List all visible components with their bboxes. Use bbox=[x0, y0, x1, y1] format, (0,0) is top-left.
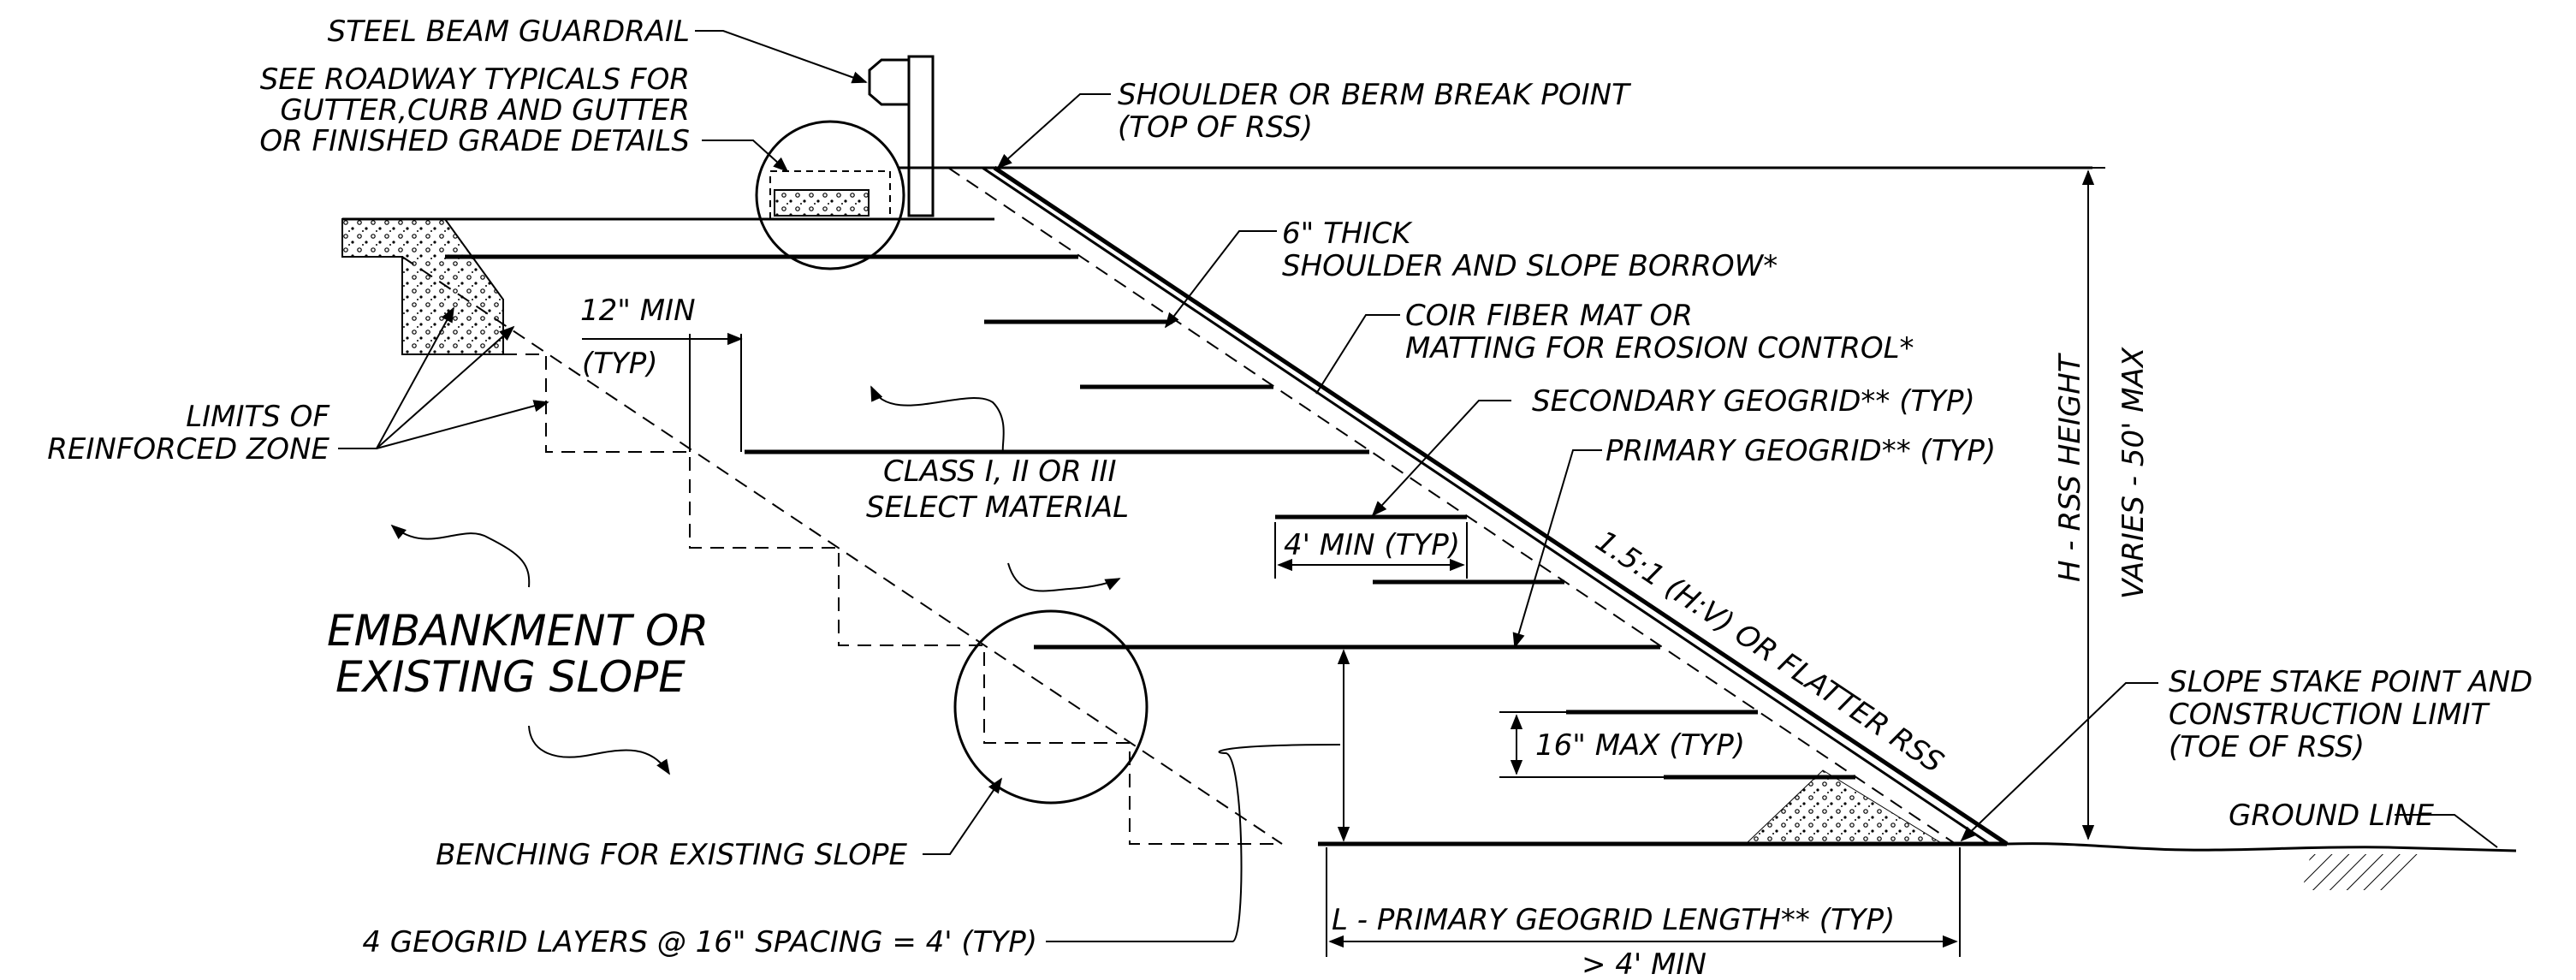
label-primary-geogrid: PRIMARY GEOGRID** (TYP) bbox=[1606, 434, 1996, 468]
label-ground-line: GROUND LINE bbox=[2229, 799, 2434, 833]
squiggle-select-material-2 bbox=[1007, 562, 1121, 592]
label-select-2: SELECT MATERIAL bbox=[866, 490, 1129, 525]
reinforced-zone-limit bbox=[401, 256, 1283, 845]
leaders bbox=[338, 30, 2498, 942]
leader-primary bbox=[1512, 449, 1602, 649]
label-toe-3: (TOE OF RSS) bbox=[2169, 730, 2365, 764]
leader-roadway bbox=[702, 140, 789, 173]
label-steel-beam-guardrail: STEEL BEAM GUARDRAIL bbox=[328, 15, 690, 49]
label-typ: (TYP) bbox=[582, 347, 658, 381]
label-height-1: H - RSS HEIGHT bbox=[2053, 353, 2087, 582]
leader-limits-2 bbox=[376, 325, 515, 449]
label-thick-2: SHOULDER AND SLOPE BORROW* bbox=[1282, 249, 1778, 283]
benching-steps bbox=[503, 353, 1282, 845]
slope-face-dashed bbox=[947, 167, 1956, 845]
leader-secondary bbox=[1371, 400, 1511, 517]
slope-face-inner bbox=[982, 166, 1991, 846]
label-shoulder-break-2: (TOP OF RSS) bbox=[1118, 110, 1313, 145]
label-min-12: 12" MIN bbox=[580, 294, 696, 328]
label-shoulder-break-1: SHOULDER OR BERM BREAK POINT bbox=[1118, 78, 1631, 112]
leader-ground bbox=[2395, 814, 2498, 848]
label-toe-2: CONSTRUCTION LIMIT bbox=[2169, 698, 2490, 732]
guardrail-icon bbox=[868, 55, 935, 217]
label-roadway-typicals-1: SEE ROADWAY TYPICALS FOR bbox=[260, 62, 690, 97]
label-coir-2: MATTING FOR EROSION CONTROL* bbox=[1405, 331, 1914, 365]
ground-hatch bbox=[2302, 854, 2431, 890]
label-benching: BENCHING FOR EXISTING SLOPE bbox=[436, 838, 907, 872]
leader-thick bbox=[1164, 230, 1277, 329]
label-length-2: > 4' MIN bbox=[1582, 947, 1706, 980]
leader-limits-3 bbox=[376, 400, 549, 449]
label-coir-1: COIR FIBER MAT OR bbox=[1405, 299, 1693, 333]
leader-toe bbox=[1960, 682, 2158, 842]
label-height-2: VARIES - 50' MAX bbox=[2116, 347, 2151, 599]
leader-benching bbox=[923, 777, 1003, 855]
leader-coir bbox=[1315, 314, 1400, 395]
label-embankment-2: EXISTING SLOPE bbox=[335, 652, 686, 702]
label-roadway-typicals-3: OR FINISHED GRADE DETAILS bbox=[259, 124, 690, 158]
ground-surface bbox=[2006, 842, 2517, 852]
detail-circle-bench bbox=[953, 609, 1149, 805]
label-embankment-1: EMBANKMENT OR bbox=[327, 606, 709, 656]
structure bbox=[341, 55, 2517, 890]
label-max-16: 16" MAX (TYP) bbox=[1535, 728, 1745, 763]
squiggle-embankment-1 bbox=[390, 524, 531, 588]
gutter-detail bbox=[774, 189, 870, 217]
squiggle-embankment-2 bbox=[528, 725, 670, 775]
leader-shoulder-break bbox=[996, 93, 1111, 169]
leader-layers bbox=[1046, 744, 1341, 942]
leader-guardrail bbox=[695, 30, 868, 84]
label-limits-1: LIMITS OF bbox=[186, 400, 329, 434]
label-min-4: 4' MIN (TYP) bbox=[1284, 528, 1460, 562]
label-roadway-typicals-2: GUTTER,CURB AND GUTTER bbox=[280, 93, 690, 128]
label-select-1: CLASS I, II OR III bbox=[883, 454, 1116, 489]
slope-borrow-zone bbox=[341, 218, 504, 355]
label-limits-2: REINFORCED ZONE bbox=[47, 432, 329, 466]
label-thick-1: 6" THICK bbox=[1282, 217, 1413, 251]
label-toe-1: SLOPE STAKE POINT AND bbox=[2169, 665, 2532, 699]
detail-circle-top bbox=[755, 120, 905, 270]
label-secondary-geogrid: SECONDARY GEOGRID** (TYP) bbox=[1532, 384, 1975, 419]
label-length-1: L - PRIMARY GEOGRID LENGTH** (TYP) bbox=[1332, 903, 1895, 937]
curb-detail bbox=[769, 170, 891, 220]
label-geogrid-layers: 4 GEOGRID LAYERS @ 16" SPACING = 4' (TYP… bbox=[362, 925, 1037, 959]
dimensions bbox=[582, 167, 2105, 957]
squiggle-select-material bbox=[870, 385, 1005, 453]
labels: STEEL BEAM GUARDRAIL SEE ROADWAY TYPICAL… bbox=[47, 15, 2532, 980]
slope-face-outer bbox=[993, 165, 2009, 846]
